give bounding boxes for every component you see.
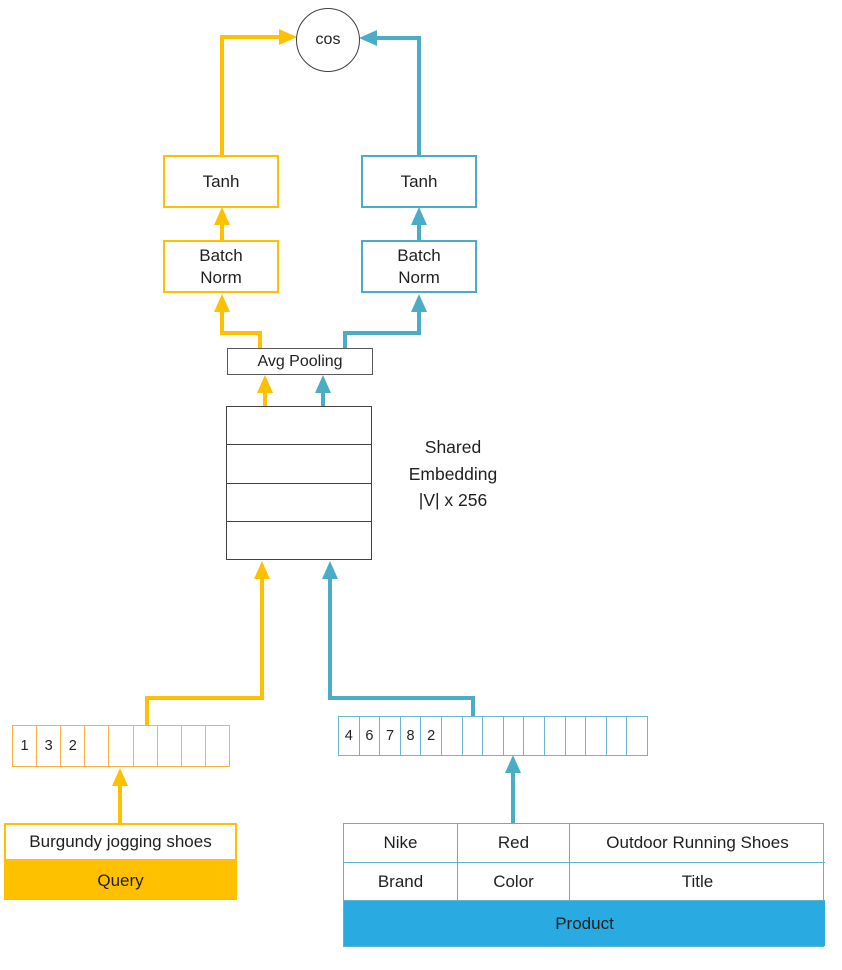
product-bn-arrowhead	[411, 294, 427, 312]
product-field-color: Color	[458, 863, 570, 901]
query-batch-norm-node: Batch Norm	[163, 240, 279, 293]
product-label-row: Product	[344, 901, 825, 946]
query-tanh-arrowhead	[214, 207, 230, 225]
product-vector-cell	[545, 717, 566, 755]
product-batch-norm-line2: Norm	[398, 267, 440, 287]
product-tanh-node: Tanh	[361, 155, 477, 208]
product-vector-arrowhead	[505, 755, 521, 773]
product-value-color: Red	[458, 824, 570, 863]
product-vector-to-emb-line	[328, 578, 475, 716]
product-vector-cell: 7	[380, 717, 401, 755]
product-tanh-label: Tanh	[400, 171, 438, 191]
shared-embedding-matrix	[226, 406, 372, 560]
product-token-id-vector: 4 6 7 8 2	[338, 716, 648, 756]
cosine-similarity-node: cos	[296, 8, 360, 72]
product-field-title: Title	[570, 863, 825, 901]
product-emb-arrowhead	[322, 561, 338, 579]
query-label-box: Query	[4, 861, 237, 900]
product-vector-cell	[442, 717, 463, 755]
query-vector-cell	[109, 726, 134, 766]
query-vector-cell: 3	[37, 726, 62, 766]
query-emb-arrowhead	[254, 561, 270, 579]
product-pool-to-bn-line	[343, 311, 421, 348]
query-vector-arrowhead	[112, 768, 128, 786]
query-batch-norm-line1: Batch	[199, 246, 243, 266]
query-text: Burgundy jogging shoes	[29, 832, 212, 851]
query-text-box: Burgundy jogging shoes	[4, 823, 237, 861]
embedding-row	[227, 484, 371, 522]
product-vector-cell	[586, 717, 607, 755]
product-tanh-arrowhead	[411, 207, 427, 225]
query-vector-cell	[158, 726, 182, 766]
product-vector-cell	[566, 717, 587, 755]
query-tanh-to-cos-line	[220, 35, 280, 155]
product-pool-arrowhead	[315, 375, 331, 393]
avg-pooling-label: Avg Pooling	[257, 352, 343, 370]
query-vector-cell: 1	[13, 726, 38, 766]
product-cos-arrowhead	[359, 30, 377, 46]
product-label: Product	[555, 913, 614, 933]
query-bn-arrowhead	[214, 294, 230, 312]
product-value-title: Outdoor Running Shoes	[570, 824, 825, 863]
query-tanh-label: Tanh	[202, 171, 240, 191]
embedding-row	[227, 445, 371, 484]
product-batch-norm-node: Batch Norm	[361, 240, 477, 293]
shared-embedding-label-line2: Embedding	[408, 463, 498, 484]
query-tanh-node: Tanh	[163, 155, 279, 208]
query-vector-cell	[85, 726, 110, 766]
product-value-brand: Nike	[344, 824, 458, 863]
query-vector-to-emb-line	[145, 578, 264, 725]
product-vector-cell	[463, 717, 484, 755]
product-vector-cell: 2	[421, 717, 442, 755]
shared-embedding-label-line1: Shared	[424, 437, 482, 457]
product-vector-cell	[504, 717, 525, 755]
product-batch-norm-line1: Batch	[397, 246, 441, 266]
product-vector-cell	[607, 717, 628, 755]
product-table: Nike Red Outdoor Running Shoes Brand Col…	[343, 823, 825, 947]
query-batch-norm-line2: Norm	[200, 267, 242, 287]
product-vector-cell: 4	[339, 717, 360, 755]
product-field-brand: Brand	[344, 863, 458, 901]
product-vector-cell	[524, 717, 545, 755]
query-label: Query	[97, 870, 144, 890]
shared-embedding-label-line3: |V| x 256	[418, 490, 488, 510]
query-pool-to-bn-line	[220, 311, 262, 348]
query-cos-arrowhead	[279, 29, 297, 45]
query-vector-cell: 2	[61, 726, 86, 766]
query-vector-cell	[206, 726, 229, 766]
product-vector-cell: 8	[401, 717, 422, 755]
avg-pooling-node: Avg Pooling	[227, 348, 373, 375]
embedding-row	[227, 407, 371, 446]
product-vector-cell	[483, 717, 504, 755]
query-vector-cell	[134, 726, 158, 766]
shared-embedding-label: Shared Embedding |V| x 256	[383, 434, 523, 514]
query-pool-arrowhead	[257, 375, 273, 393]
product-tanh-to-cos-line	[376, 36, 421, 155]
query-vector-cell	[182, 726, 206, 766]
product-vector-cell	[627, 717, 647, 755]
query-token-id-vector: 1 3 2	[12, 725, 230, 767]
product-vector-cell: 6	[360, 717, 381, 755]
cosine-similarity-label: cos	[315, 31, 341, 48]
embedding-row	[227, 522, 371, 559]
